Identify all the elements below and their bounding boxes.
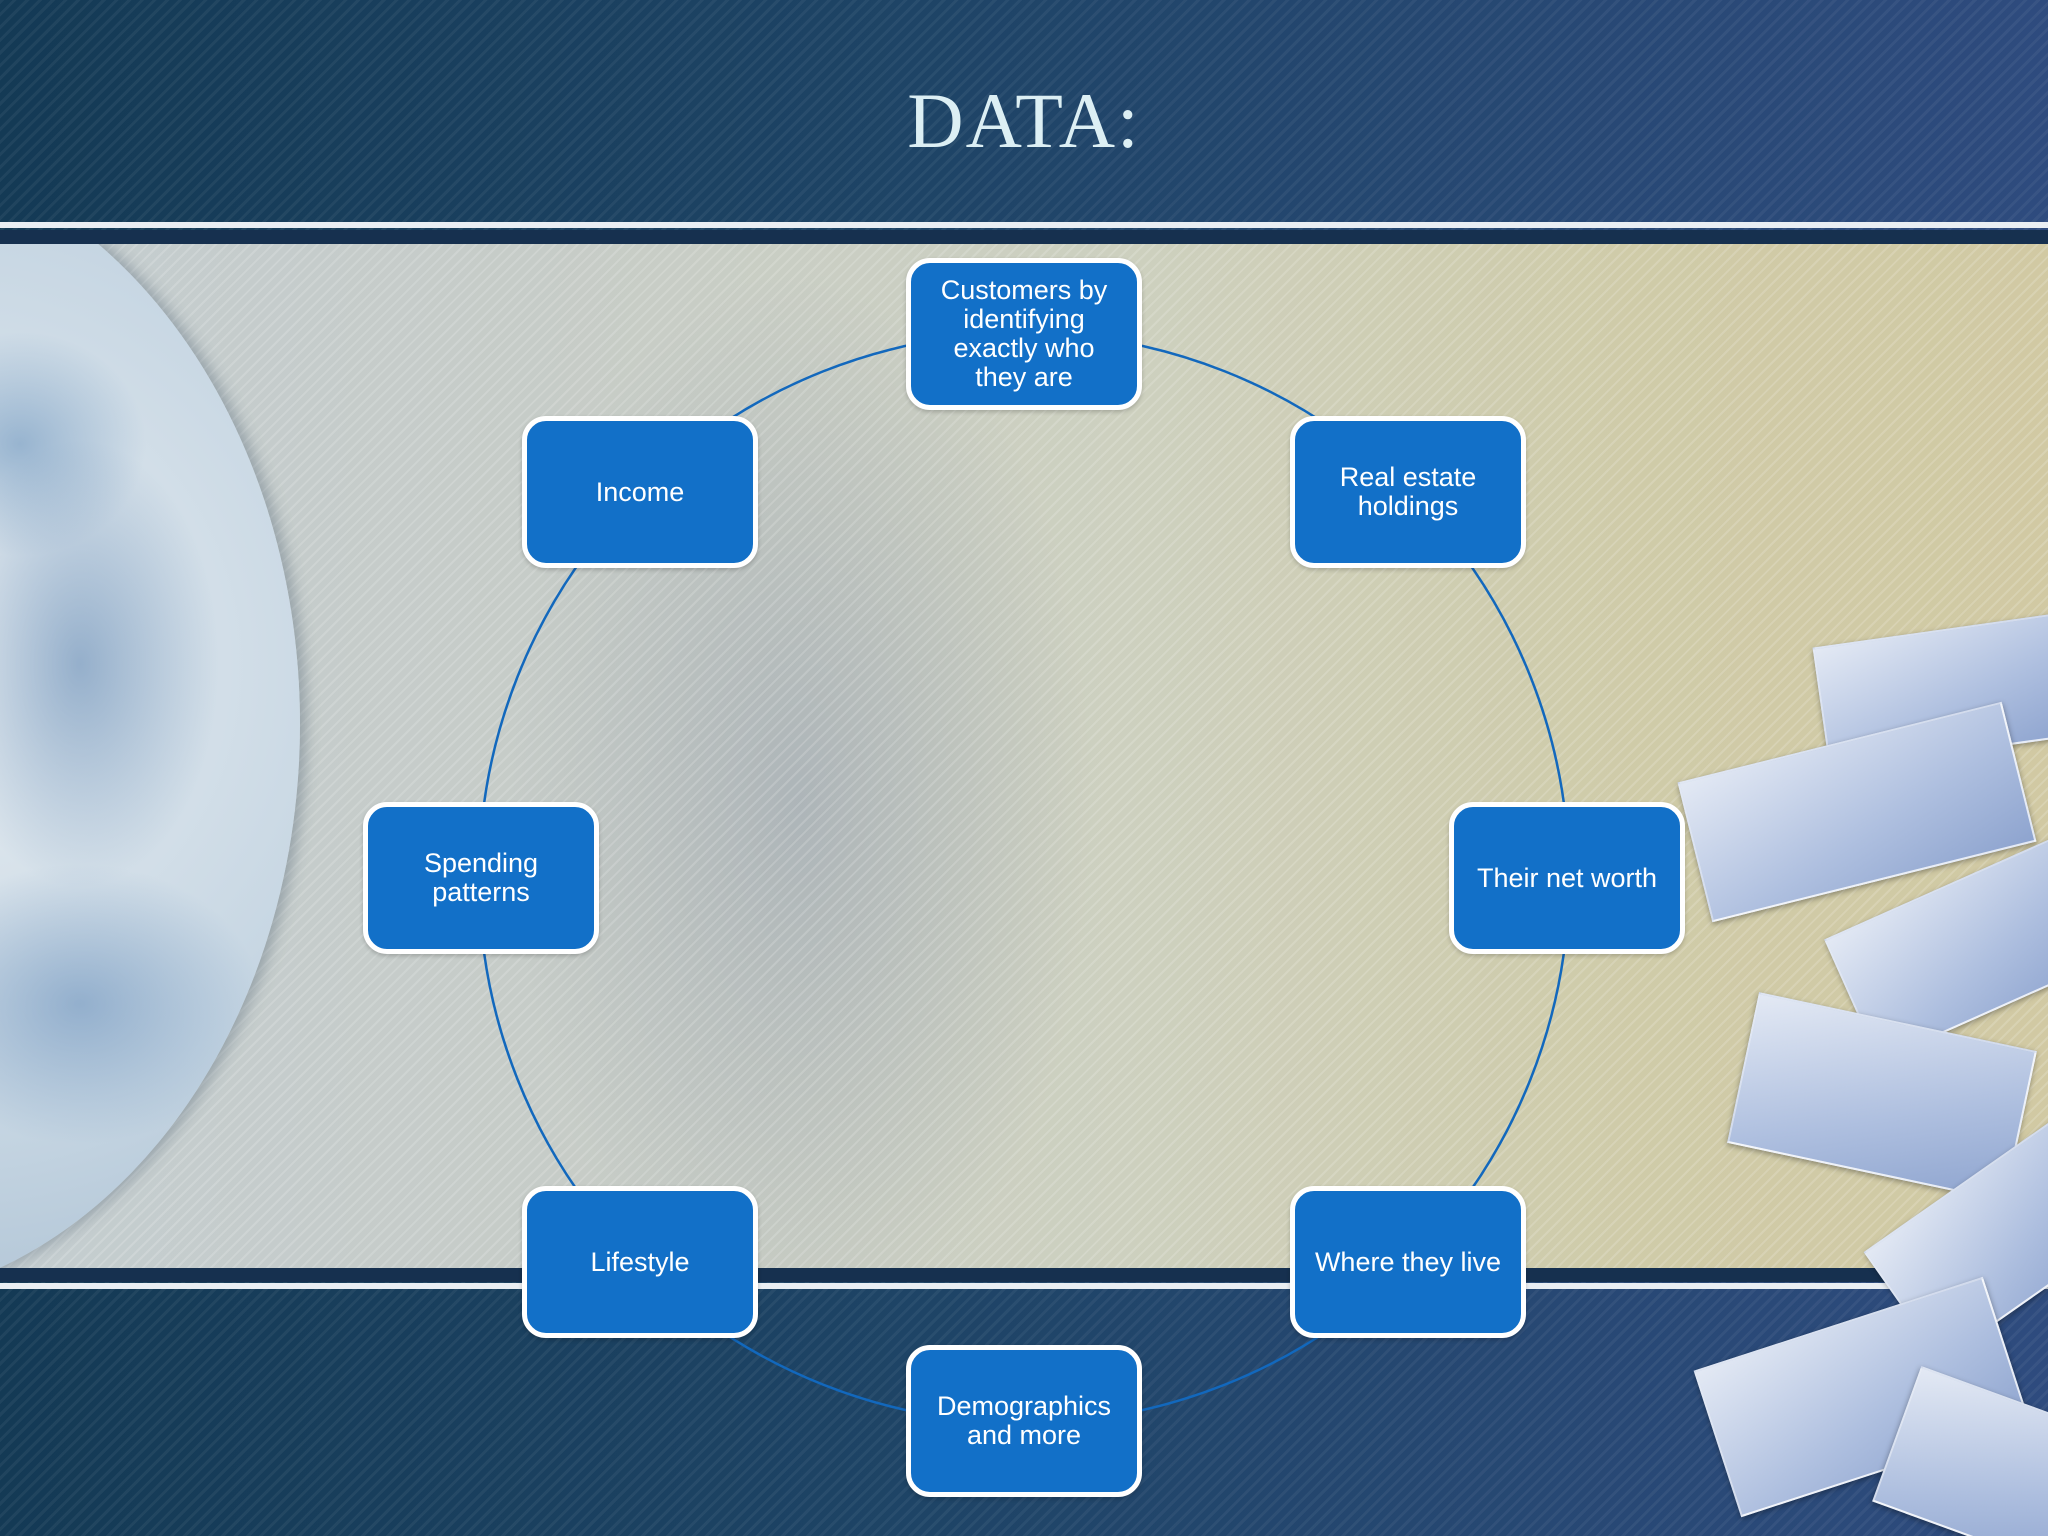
top-divider	[0, 222, 2048, 228]
top-band	[0, 230, 2048, 244]
cycle-node-lifestyle: Lifestyle	[522, 1186, 758, 1338]
bottom-divider	[0, 1283, 2048, 1289]
cycle-node-income: Income	[522, 416, 758, 568]
slide-title: DATA:	[907, 77, 1141, 164]
cycle-node-where-they-live: Where they live	[1290, 1186, 1526, 1338]
bottom-band	[0, 1268, 2048, 1282]
cycle-node-customers: Customers by identifying exactly who the…	[906, 258, 1142, 410]
cycle-node-spending: Spending patterns	[363, 802, 599, 954]
cycle-node-demographics: Demographics and more	[906, 1345, 1142, 1497]
cycle-node-real-estate: Real estate holdings	[1290, 416, 1526, 568]
cycle-node-net-worth: Their net worth	[1449, 802, 1685, 954]
